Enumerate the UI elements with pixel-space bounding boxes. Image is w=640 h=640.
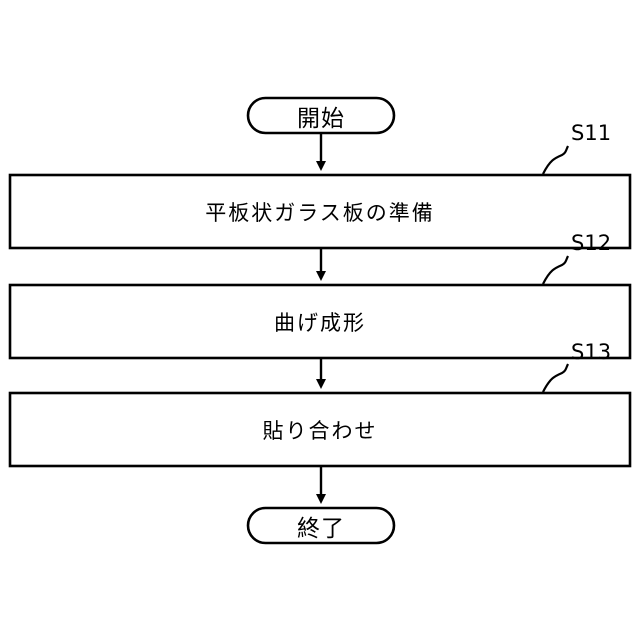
step-label-s11: S11 (571, 121, 612, 145)
step-label-s12: S12 (571, 231, 612, 255)
leader-line-s11 (542, 145, 569, 175)
leader-line-s12 (542, 255, 569, 285)
node-s11-shape (8, 173, 632, 250)
node-s13-shape (8, 391, 632, 468)
node-s12-shape (8, 283, 632, 360)
node-end-shape (246, 506, 396, 545)
step-label-s13: S13 (571, 340, 612, 364)
node-start-shape (246, 96, 396, 135)
leader-line-s13 (542, 363, 569, 393)
